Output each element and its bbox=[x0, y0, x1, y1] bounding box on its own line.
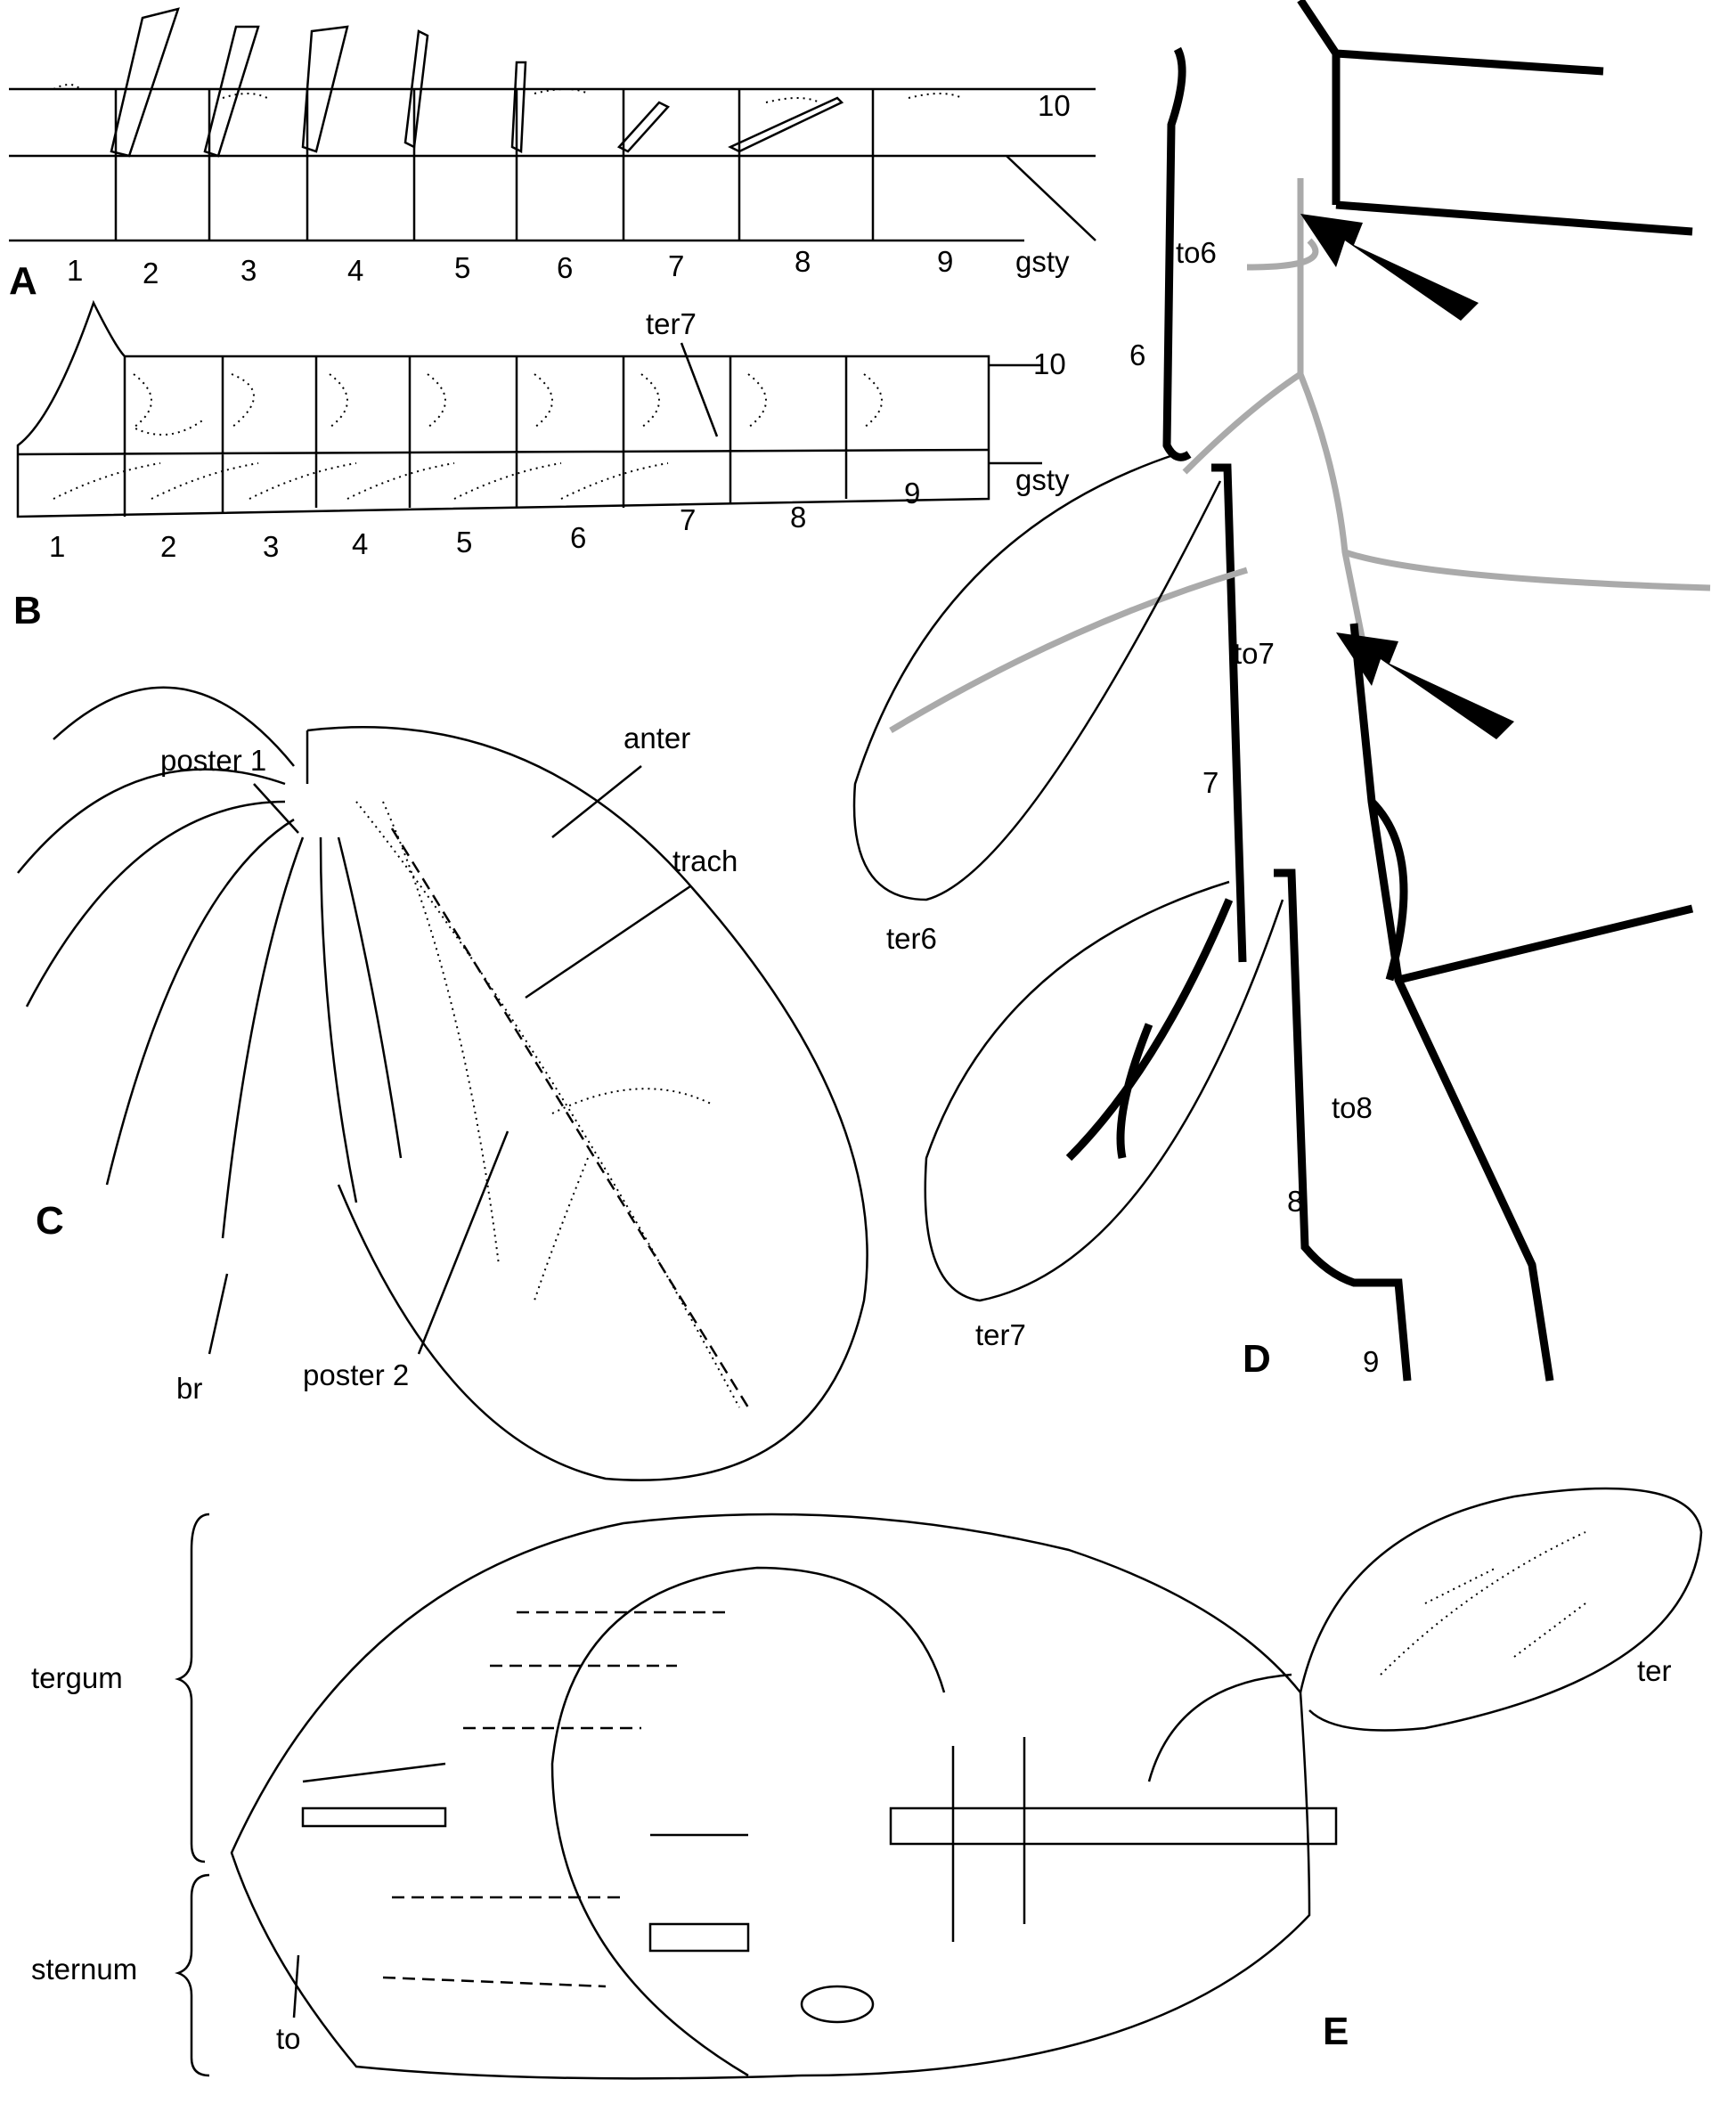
c-anter-label: anter bbox=[623, 722, 690, 754]
e-tergum-label: tergum bbox=[31, 1661, 123, 1694]
a-segment-label: 5 bbox=[454, 251, 470, 284]
d-ter7-label: ter7 bbox=[975, 1318, 1026, 1351]
d-segment-9-label: 9 bbox=[1363, 1345, 1379, 1378]
panel-d-drawing bbox=[852, 0, 1711, 1382]
panel-letter-e: E bbox=[1323, 2010, 1349, 2053]
c-anter-arrow bbox=[551, 765, 642, 838]
a-segment-label: 8 bbox=[795, 245, 811, 278]
b-segment-label: 4 bbox=[352, 527, 368, 560]
c-poster1-label: poster 1 bbox=[160, 744, 266, 777]
a-segment-label: 9 bbox=[937, 245, 953, 278]
b-segment-label: 9 bbox=[904, 477, 920, 510]
d-arrow-upper bbox=[1300, 214, 1479, 321]
a-segment-10-label: 10 bbox=[1038, 89, 1071, 122]
b-gsty-label: gsty bbox=[1015, 463, 1070, 496]
a-segment-label: 2 bbox=[143, 257, 159, 290]
panel-a-drawing bbox=[9, 7, 1096, 242]
panel-letter-c: C bbox=[36, 1199, 64, 1243]
a-segment-label: 6 bbox=[557, 251, 573, 284]
d-segment-8-label: 8 bbox=[1287, 1185, 1303, 1218]
a-segment-label: 3 bbox=[240, 254, 257, 287]
e-tergum-brace bbox=[175, 1513, 210, 1863]
panel-letter-d: D bbox=[1243, 1337, 1271, 1381]
c-poster2-label: poster 2 bbox=[303, 1358, 409, 1391]
c-br-arrow bbox=[208, 1273, 229, 1355]
b-ter7-label: ter7 bbox=[646, 307, 697, 340]
e-to-arrow bbox=[292, 1954, 300, 2018]
e-sternum-brace bbox=[175, 1873, 210, 2077]
c-trach-label: trach bbox=[672, 844, 738, 877]
b-segment-label: 2 bbox=[160, 530, 176, 563]
e-sternum-label: sternum bbox=[31, 1953, 137, 1986]
e-to-label: to bbox=[276, 2022, 301, 2055]
panel-e-drawing bbox=[230, 1487, 1703, 2080]
d-segment-7-label: 7 bbox=[1202, 766, 1218, 799]
c-trach-arrow bbox=[525, 885, 691, 999]
d-ter6-label: ter6 bbox=[886, 922, 937, 955]
panel-b-segment-labels: 1 2 3 4 5 6 7 8 9 bbox=[49, 477, 920, 563]
b-segment-label: 7 bbox=[680, 503, 696, 536]
panel-c-drawing bbox=[17, 686, 868, 1481]
d-segment-6-label: 6 bbox=[1129, 338, 1145, 371]
panel-a-segment-labels: 1 2 3 4 5 6 7 8 9 10 gsty bbox=[67, 89, 1071, 290]
a-segment-label: 1 bbox=[67, 254, 83, 287]
a-segment-label: 4 bbox=[347, 254, 363, 287]
d-to7-label: to7 bbox=[1234, 637, 1275, 670]
a-gsty-label: gsty bbox=[1015, 245, 1070, 278]
b-segment-label: 8 bbox=[790, 501, 806, 534]
b-segment-label: 3 bbox=[263, 530, 279, 563]
c-br-label: br bbox=[176, 1372, 202, 1405]
c-poster1-arrow bbox=[253, 783, 299, 834]
panel-b-drawing bbox=[16, 299, 1042, 518]
b-segment-10-label: 10 bbox=[1033, 347, 1066, 380]
panel-letter-b: B bbox=[13, 589, 42, 632]
c-poster2-arrow bbox=[417, 1130, 509, 1355]
d-to6-label: to6 bbox=[1176, 236, 1217, 269]
b-segment-label: 5 bbox=[456, 526, 472, 559]
e-ter-label: ter bbox=[1637, 1654, 1672, 1687]
a-segment-label: 7 bbox=[668, 249, 684, 282]
panel-letter-a: A bbox=[9, 259, 37, 303]
d-to8-label: to8 bbox=[1332, 1091, 1373, 1124]
d-arrow-lower bbox=[1336, 632, 1514, 739]
b-segment-label: 1 bbox=[49, 530, 65, 563]
b-segment-label: 6 bbox=[570, 521, 586, 554]
